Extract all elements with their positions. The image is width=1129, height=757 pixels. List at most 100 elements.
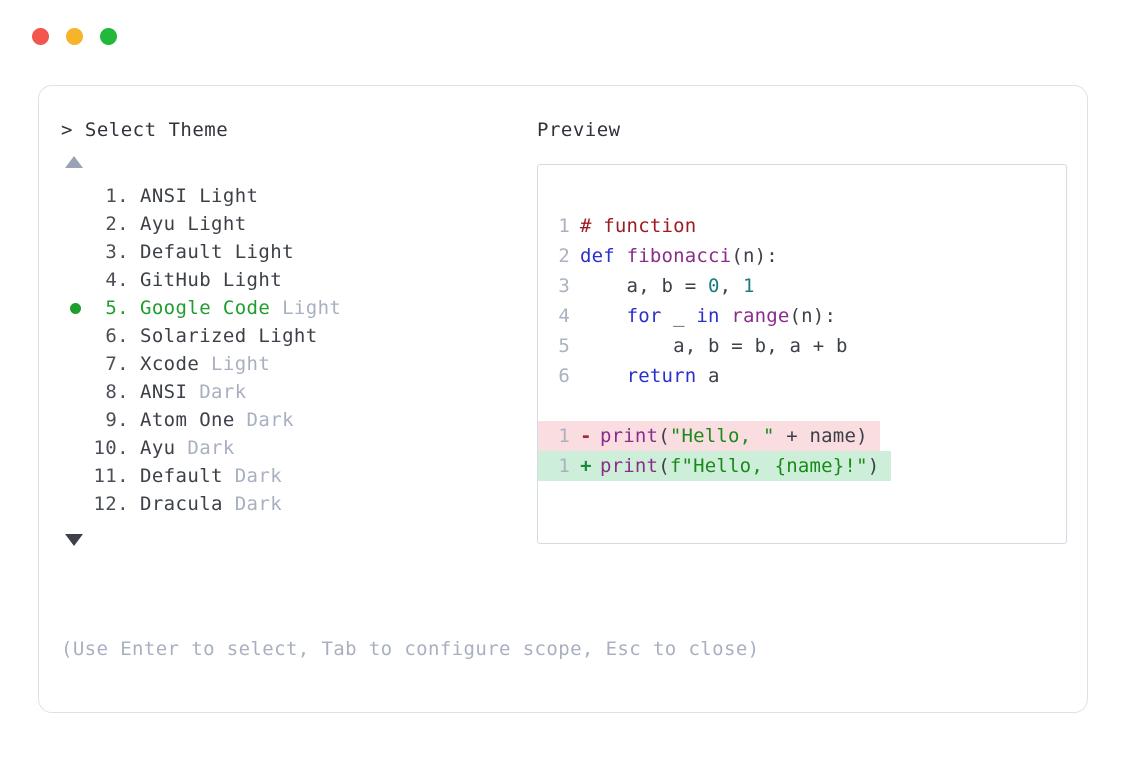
selected-bullet-icon	[69, 302, 81, 314]
theme-item-name: ANSI	[140, 381, 188, 403]
theme-item-index: 12.	[93, 493, 129, 515]
scroll-up-arrow-icon[interactable]	[65, 156, 83, 168]
scroll-down-arrow-icon[interactable]	[65, 534, 83, 546]
diff-sign: -	[580, 425, 592, 447]
code-token-kw: return	[626, 365, 697, 387]
theme-item-name: ANSI Light	[140, 185, 259, 207]
selection-bullet-column	[61, 462, 89, 490]
theme-item-name: Atom One	[140, 409, 235, 431]
selection-bullet-column	[61, 294, 89, 322]
code-line-content: # function	[580, 211, 696, 241]
theme-item-index: 5.	[105, 297, 129, 319]
code-preview: 1 # function 2 def fibonacci(n): 3 a, b = 0,…	[538, 211, 1066, 391]
theme-list-item[interactable]: 1. ANSI Light	[61, 182, 531, 210]
code-token-num: 1	[742, 275, 755, 297]
code-line-content: a, b = b, a + b	[580, 331, 848, 361]
theme-list-item[interactable]: 10.Ayu Dark	[61, 434, 531, 462]
code-token-fn: fibonacci	[626, 245, 732, 267]
code-token-fn: print	[600, 455, 659, 477]
code-token-src	[720, 305, 732, 327]
theme-item-index: 3.	[105, 241, 129, 263]
line-number: 2	[558, 245, 570, 267]
line-number: 5	[558, 335, 570, 357]
theme-list[interactable]: 1. ANSI Light 2. Ayu Light 3. Default Light 4.…	[61, 182, 531, 518]
code-token-kw: in	[696, 305, 720, 327]
theme-item-variant: Light	[199, 353, 271, 375]
selection-bullet-column	[61, 378, 89, 406]
theme-item-index: 11.	[93, 465, 129, 487]
page-title-text: Select Theme	[84, 119, 229, 141]
code-line-content: def fibonacci(n):	[580, 241, 778, 271]
theme-item-variant: Dark	[187, 381, 247, 403]
close-button-icon[interactable]	[32, 28, 49, 45]
theme-list-item[interactable]: 8.ANSI Dark	[61, 378, 531, 406]
code-token-src	[580, 365, 627, 387]
diff-line-added: 1 + print(f"Hello, {name}!")	[538, 451, 892, 481]
theme-item-name: Default	[140, 465, 223, 487]
theme-item-variant: Dark	[234, 409, 294, 431]
keyboard-hint: (Use Enter to select, Tab to configure s…	[61, 638, 760, 660]
code-token-src: _	[661, 305, 697, 327]
code-line-content: a, b = 0, 1	[580, 271, 755, 301]
line-number: 1	[558, 215, 570, 237]
maximize-button-icon[interactable]	[100, 28, 117, 45]
theme-item-variant: Light	[270, 297, 342, 319]
diff-sign: +	[580, 455, 592, 477]
code-line: 1 # function	[538, 211, 1066, 241]
code-token-pn: (n):	[789, 305, 837, 327]
theme-item-name: GitHub Light	[140, 269, 283, 291]
theme-item-index: 7.	[105, 353, 129, 375]
theme-list-column: > Select Theme 1. ANSI Light 2. Ayu Light 3.…	[61, 118, 531, 546]
theme-list-item[interactable]: 5. Google Code Light	[61, 294, 531, 322]
selection-bullet-column	[61, 434, 89, 462]
code-token-kw: for	[626, 305, 662, 327]
diff-line-content: print("Hello, " + name)	[600, 421, 868, 451]
theme-list-item[interactable]: 6. Solarized Light	[61, 322, 531, 350]
code-token-fn: range	[731, 305, 790, 327]
selection-bullet-column	[61, 490, 89, 518]
theme-item-name: Solarized Light	[140, 325, 318, 347]
code-token-src	[580, 305, 627, 327]
selection-bullet-column	[61, 350, 89, 378]
preview-column: Preview 1 # function 2 def fibonacci(n): 3 a…	[537, 118, 1067, 544]
code-line: 2 def fibonacci(n):	[538, 241, 1066, 271]
preview-panel: 1 # function 2 def fibonacci(n): 3 a, b = 0,…	[537, 164, 1067, 544]
code-line: 4 for _ in range(n):	[538, 301, 1066, 331]
theme-item-name: Ayu Light	[140, 213, 247, 235]
minimize-button-icon[interactable]	[66, 28, 83, 45]
line-number: 1	[558, 455, 570, 477]
code-token-pn: (n):	[731, 245, 778, 267]
theme-item-index: 2.	[105, 213, 129, 235]
theme-list-item[interactable]: 2. Ayu Light	[61, 210, 531, 238]
code-spacer	[538, 391, 1066, 421]
theme-list-item[interactable]: 7. Xcode Light	[61, 350, 531, 378]
line-number: 3	[558, 275, 570, 297]
theme-list-item[interactable]: 11. Default Dark	[61, 462, 531, 490]
preview-title: Preview	[537, 119, 621, 141]
theme-item-name: Google Code	[140, 297, 271, 319]
theme-list-item[interactable]: 4. GitHub Light	[61, 266, 531, 294]
theme-item-name: Xcode	[140, 353, 200, 375]
theme-list-item[interactable]: 12.Dracula Dark	[61, 490, 531, 518]
code-token-num: 0	[708, 275, 720, 297]
theme-list-item[interactable]: 9. Atom One Dark	[61, 406, 531, 434]
diff-line-content: print(f"Hello, {name}!")	[600, 451, 879, 481]
theme-item-name: Ayu	[140, 437, 176, 459]
theme-item-index: 1.	[105, 185, 129, 207]
code-token-fn: print	[600, 425, 659, 447]
theme-item-variant: Dark	[175, 437, 235, 459]
code-line-content: for _ in range(n):	[580, 301, 836, 331]
theme-item-index: 6.	[105, 325, 129, 347]
code-token-src: a, b = b, a + b	[580, 335, 848, 357]
theme-item-variant: Dark	[222, 493, 283, 515]
theme-list-item[interactable]: 3. Default Light	[61, 238, 531, 266]
code-token-src: + name)	[774, 425, 868, 447]
theme-item-variant: Dark	[222, 465, 283, 487]
page-title: > Select Theme	[61, 118, 531, 142]
code-token-src: ,	[719, 275, 743, 297]
theme-selector-card: > Select Theme 1. ANSI Light 2. Ayu Light 3.…	[38, 85, 1088, 713]
theme-item-index: 9.	[105, 409, 129, 431]
theme-item-index: 4.	[105, 269, 129, 291]
theme-item-name: Default Light	[140, 241, 294, 263]
selection-bullet-column	[61, 322, 89, 350]
